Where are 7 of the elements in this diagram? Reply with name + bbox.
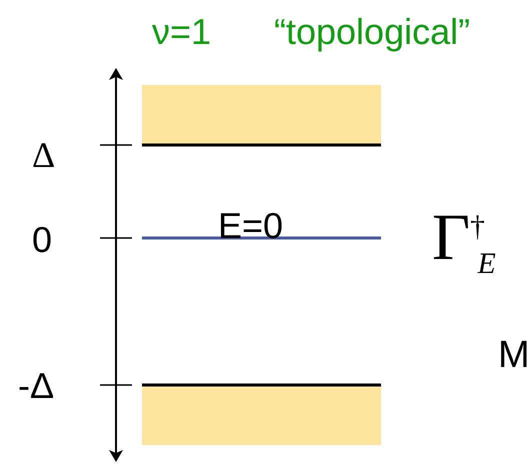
axis-label: -Δ bbox=[18, 368, 54, 404]
axis-label: 0 bbox=[32, 222, 52, 258]
phase-label: “topological” bbox=[274, 14, 470, 50]
axis-label: Δ bbox=[32, 137, 56, 173]
operator-label: M bbox=[498, 336, 530, 374]
level-label: E=0 bbox=[218, 208, 284, 244]
winding-number-label: ν=1 bbox=[152, 14, 212, 50]
